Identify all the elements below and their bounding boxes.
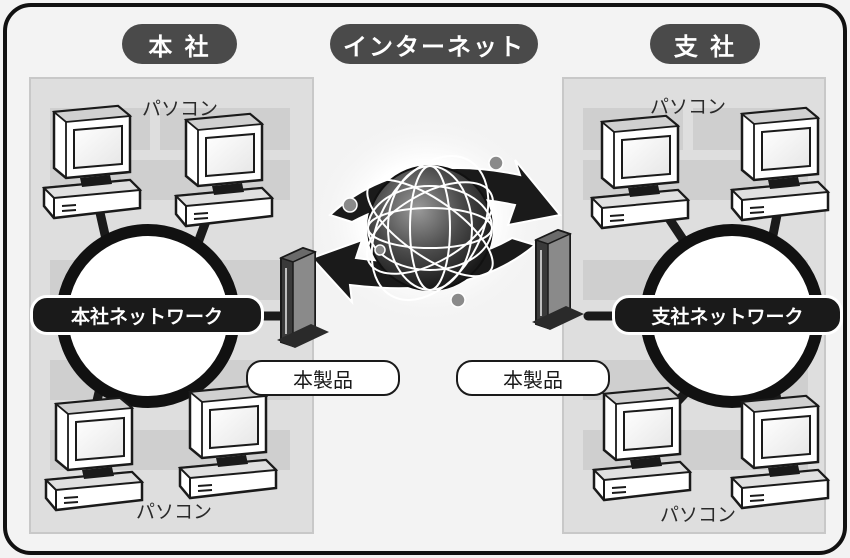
- pc-right-bottom-1: [592, 386, 692, 502]
- product-label-left: 本製品: [246, 360, 400, 396]
- pc-left-bottom-2: [178, 384, 278, 500]
- pc-label-left-bottom: パソコン: [136, 501, 213, 523]
- pc-label-right-bottom: パソコン: [660, 504, 737, 526]
- shisha-network-label: 支社ネットワーク: [612, 295, 843, 335]
- header-internet: インターネット: [330, 24, 538, 64]
- header-shisha: 支 社: [650, 24, 760, 64]
- pc-right-top-2: [730, 106, 830, 222]
- pc-label-left-top: パソコン: [142, 98, 219, 120]
- pc-label-right-top: パソコン: [650, 96, 727, 118]
- product-label-right: 本製品: [456, 360, 610, 396]
- pc-left-bottom-1: [44, 396, 144, 512]
- pc-left-top-2: [174, 112, 274, 228]
- pc-right-bottom-2: [730, 394, 830, 510]
- globe-icon: [342, 154, 504, 308]
- pc-left-top-1: [42, 104, 142, 220]
- header-honsha: 本 社: [122, 24, 237, 64]
- honsha-network-label: 本社ネットワーク: [30, 295, 264, 335]
- pc-right-top-1: [590, 114, 690, 230]
